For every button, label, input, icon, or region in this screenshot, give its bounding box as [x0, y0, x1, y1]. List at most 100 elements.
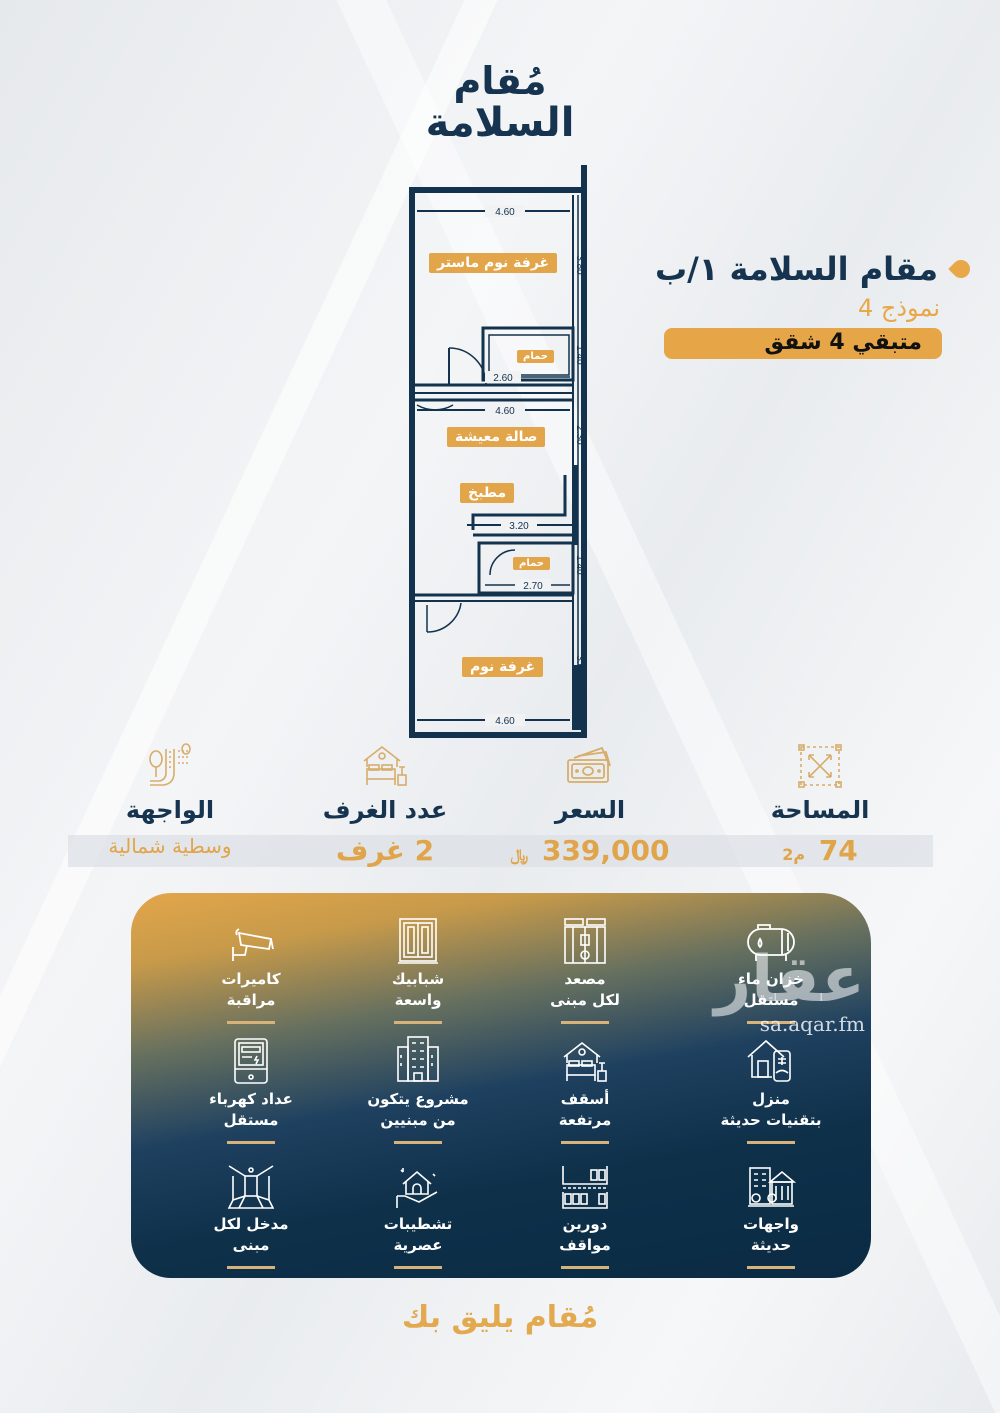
feature-high-ceilings: أسقف مرتفعة [495, 1033, 675, 1144]
divider [394, 1266, 442, 1269]
feature-water-tank: خزان ماء مستقل [681, 913, 861, 1024]
features-panel: خزان ماء مستقل مصعد لكل مبنى [131, 893, 871, 1278]
feature-smart-home-text: منزل بتقنيات حديثة [720, 1090, 822, 1129]
logo-line-2: السلامة [425, 99, 575, 146]
dim-top-width: 4.60 [495, 207, 515, 218]
water-tank-icon [681, 913, 861, 965]
dim-living-height: 2.30 [574, 425, 585, 445]
feature-building-entrance-text: مدخل لكل مبنى [213, 1215, 289, 1254]
feature-water-tank-text: خزان ماء مستقل [738, 970, 804, 1009]
elevator-icon [495, 913, 675, 965]
divider [561, 1021, 609, 1024]
divider [227, 1266, 275, 1269]
stat-facade: الواجهة وسطية شمالية [70, 742, 270, 858]
dim-bath1-width: 2.60 [493, 373, 513, 384]
remaining-badge: متبقي 4 شقق [664, 328, 942, 359]
bedroom-ceiling-icon [495, 1033, 675, 1085]
room-living: صالة معيشة [447, 427, 546, 447]
feature-modern-finishing-text: تشطيبات عصرية [383, 1215, 453, 1254]
stat-area-value: 74 [818, 834, 858, 867]
stat-area-unit: م2 [782, 845, 806, 864]
divider [561, 1141, 609, 1144]
stat-price: السعر 339,000 ﷼ [490, 742, 690, 867]
divider [561, 1266, 609, 1269]
money-icon [490, 742, 690, 790]
dim-living-width: 4.60 [495, 406, 515, 417]
buildings-icon [328, 1033, 508, 1085]
entrance-icon [161, 1158, 341, 1210]
feature-two-buildings-text: مشروع يتكون من مبنيين [367, 1090, 469, 1129]
stat-rooms-value: 2 غرف [335, 834, 435, 867]
floor-plan-drawing: 4.60 2.60 4.60 3.20 2.70 4.60 3.80 1.40 … [409, 165, 587, 738]
facade-road-icon [70, 742, 270, 790]
feature-windows-text: شبابيك واسعة [391, 970, 445, 1009]
slogan: مُقام يليق بك [401, 1300, 599, 1335]
floor-plan: 4.60 2.60 4.60 3.20 2.70 4.60 3.80 1.40 … [405, 165, 605, 745]
feature-elevator: مصعد لكل مبنى [495, 913, 675, 1024]
aqar-watermark: عقار sa.aqar.fm [714, 948, 865, 1036]
stat-rooms-label: عدد الغرف [322, 796, 448, 824]
stat-facade-label: الواجهة [125, 796, 215, 824]
window-icon [328, 913, 508, 965]
room-bathroom-1: حمام [517, 350, 554, 363]
divider [394, 1141, 442, 1144]
feature-modern-finishing: تشطيبات عصرية [328, 1158, 508, 1269]
stat-rooms: عدد الغرف 2 غرف [285, 742, 485, 867]
finishing-icon [328, 1158, 508, 1210]
stats-band [68, 835, 933, 867]
feature-electric-meter-text: عداد كهرباء مستقل [209, 1090, 293, 1129]
unit-info: مقام السلامة ١/ب نموذج 4 متبقي 4 شقق [654, 250, 974, 359]
dim-bedroom-height: 3.60 [574, 655, 585, 675]
unit-title: مقام السلامة ١/ب [654, 250, 938, 288]
divider [747, 1266, 795, 1269]
divider [747, 1141, 795, 1144]
divider [747, 1021, 795, 1024]
logo-line-1: مُقام [453, 59, 547, 103]
divider [227, 1021, 275, 1024]
stat-price-label: السعر [554, 796, 626, 824]
divider [227, 1141, 275, 1144]
feature-windows: شبابيك واسعة [328, 913, 508, 1024]
room-master-bedroom: غرفة نوم ماستر [429, 253, 558, 273]
watermark-url: sa.aqar.fm [759, 1012, 865, 1036]
dim-master-height: 3.80 [574, 255, 585, 275]
feature-parking-text: دورين مواقف [559, 1215, 611, 1254]
bedroom-icon [285, 742, 485, 790]
dim-kitchen-width: 3.20 [509, 521, 529, 532]
unit-model: نموذج 4 [857, 294, 940, 322]
feature-building-entrance: مدخل لكل مبنى [161, 1158, 341, 1269]
dim-bath2-height: 1.40 [574, 555, 585, 575]
dim-bottom-width: 4.60 [495, 716, 515, 727]
stat-price-value: 339,000 [541, 834, 670, 867]
smart-home-icon [681, 1033, 861, 1085]
room-bedroom: غرفة نوم [462, 657, 544, 677]
room-kitchen: مطبخ [460, 483, 515, 503]
brand-logo: مُقام السلامة [420, 59, 580, 146]
parking-icon [495, 1158, 675, 1210]
feature-modern-facades: واجهات حديثة [681, 1158, 861, 1269]
location-pin-icon [948, 256, 974, 282]
dim-bath2-width: 2.70 [523, 581, 543, 592]
dim-bath1-height: 1.40 [574, 345, 585, 365]
feature-high-ceilings-text: أسقف مرتفعة [558, 1090, 612, 1129]
stat-area-value-row: 74 م2 [720, 834, 920, 867]
riyal-currency-icon: ﷼ [510, 845, 529, 864]
feature-electric-meter: عداد كهرباء مستقل [161, 1033, 341, 1144]
electric-meter-icon [161, 1033, 341, 1085]
feature-parking: دورين مواقف [495, 1158, 675, 1269]
feature-elevator-text: مصعد لكل مبنى [550, 970, 620, 1009]
feature-smart-home: منزل بتقنيات حديثة [681, 1033, 861, 1144]
area-expand-icon [720, 742, 920, 790]
feature-cameras: كاميرات مراقبة [161, 913, 341, 1024]
stat-price-value-row: 339,000 ﷼ [490, 834, 690, 867]
divider [394, 1021, 442, 1024]
watermark-logo: عقار [714, 943, 865, 1017]
security-camera-icon [161, 913, 341, 965]
modern-facade-icon [681, 1158, 861, 1210]
feature-two-buildings: مشروع يتكون من مبنيين [328, 1033, 508, 1144]
stat-area: المساحة 74 م2 [720, 742, 920, 867]
stat-area-label: المساحة [770, 796, 870, 824]
stat-facade-value: وسطية شمالية [108, 834, 232, 858]
feature-cameras-text: كاميرات مراقبة [221, 970, 281, 1009]
feature-modern-facades-text: واجهات حديثة [743, 1215, 799, 1254]
